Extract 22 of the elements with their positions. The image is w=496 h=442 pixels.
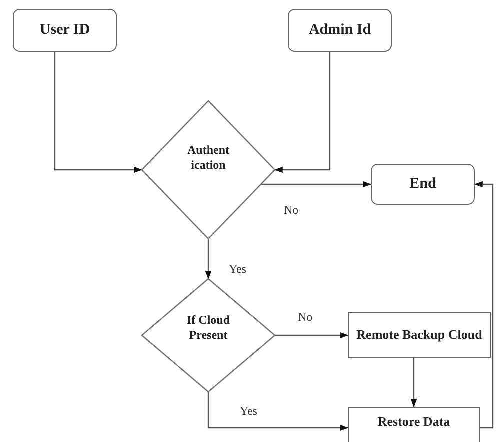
arrow [208,392,349,432]
arrow [54,52,143,174]
node-text: Restore Data [378,414,450,430]
arrow [261,181,372,188]
node-text: Authent ication [186,143,230,173]
terminal-box [371,164,475,205]
node-text: If Cloud Present [186,312,231,342]
arrow [474,181,494,429]
process-box [348,312,491,358]
arrow [410,358,418,408]
arrow [205,239,212,280]
node-text: Admin Id [308,21,372,40]
terminal-box [13,9,117,52]
node-text: User ID [40,21,90,40]
decision-diamond [142,279,275,392]
process-box [348,407,480,442]
decision-diamond [142,101,275,239]
arrow [274,52,331,174]
terminal-box [288,9,392,52]
node-text: End [410,175,436,194]
node-text: Remote Backup Cloud [356,326,482,344]
arrow [275,332,349,339]
